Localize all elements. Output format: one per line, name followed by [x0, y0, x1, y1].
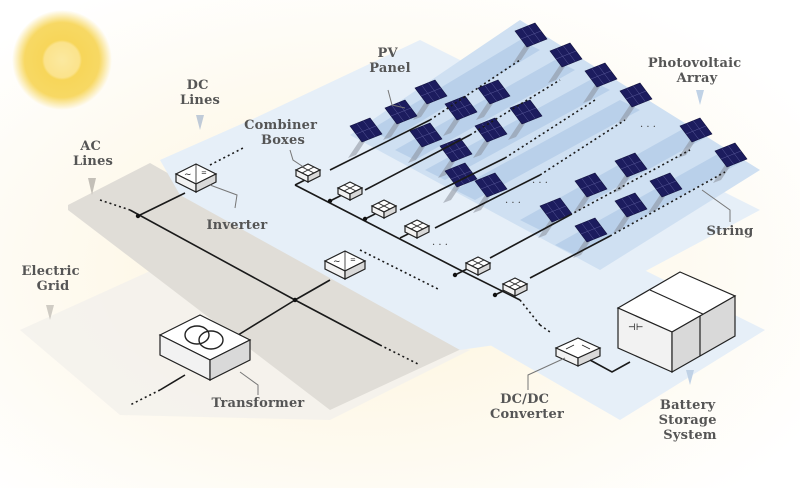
pv-panel-label: PV Panel	[369, 46, 411, 76]
dc-dc-converter-icon	[554, 337, 602, 367]
ac-wiring	[99, 192, 421, 406]
string-rows	[370, 40, 745, 255]
battery-storage-system-label: Battery Storage System	[659, 398, 722, 443]
battery-feed	[539, 324, 551, 333]
leader-lines	[46, 89, 731, 395]
combiner-boxes-label: Combiner Boxes	[244, 118, 322, 148]
ac-lines-label: AC Lines	[73, 139, 113, 169]
transformer-icon	[158, 314, 252, 381]
string-label: String	[707, 224, 754, 239]
dc-wiring	[209, 59, 726, 326]
svg-text:=: =	[201, 169, 207, 177]
svg-text:· · ·: · · ·	[505, 198, 521, 209]
sun-icon	[12, 10, 112, 110]
ellipsis-markers: · · · · · · · · · · · ·	[432, 122, 656, 251]
dc-lines-label: DC Lines	[180, 78, 220, 108]
svg-text:· · ·: · · ·	[640, 122, 656, 133]
inverter-icon: ~ =	[323, 250, 367, 280]
svg-text:· · ·: · · ·	[532, 178, 548, 189]
inverter-icon: ~ =	[174, 163, 218, 193]
battery-wire	[589, 359, 631, 373]
svg-text:=: =	[350, 256, 356, 264]
inverter-label: Inverter	[207, 218, 268, 233]
dc-dc-converter-label: DC/DC Converter	[490, 392, 564, 422]
battery-icon: ⊣⊢	[616, 271, 737, 374]
svg-text:⊣⊢: ⊣⊢	[628, 323, 643, 333]
svg-text:~: ~	[333, 257, 341, 267]
svg-text:~: ~	[184, 170, 192, 180]
transformer-label: Transformer	[212, 396, 305, 411]
electric-grid-label: Electric Grid	[21, 264, 84, 294]
svg-text:· · ·: · · ·	[432, 240, 448, 251]
photovoltaic-array-label: Photovoltaic Array	[648, 56, 746, 86]
